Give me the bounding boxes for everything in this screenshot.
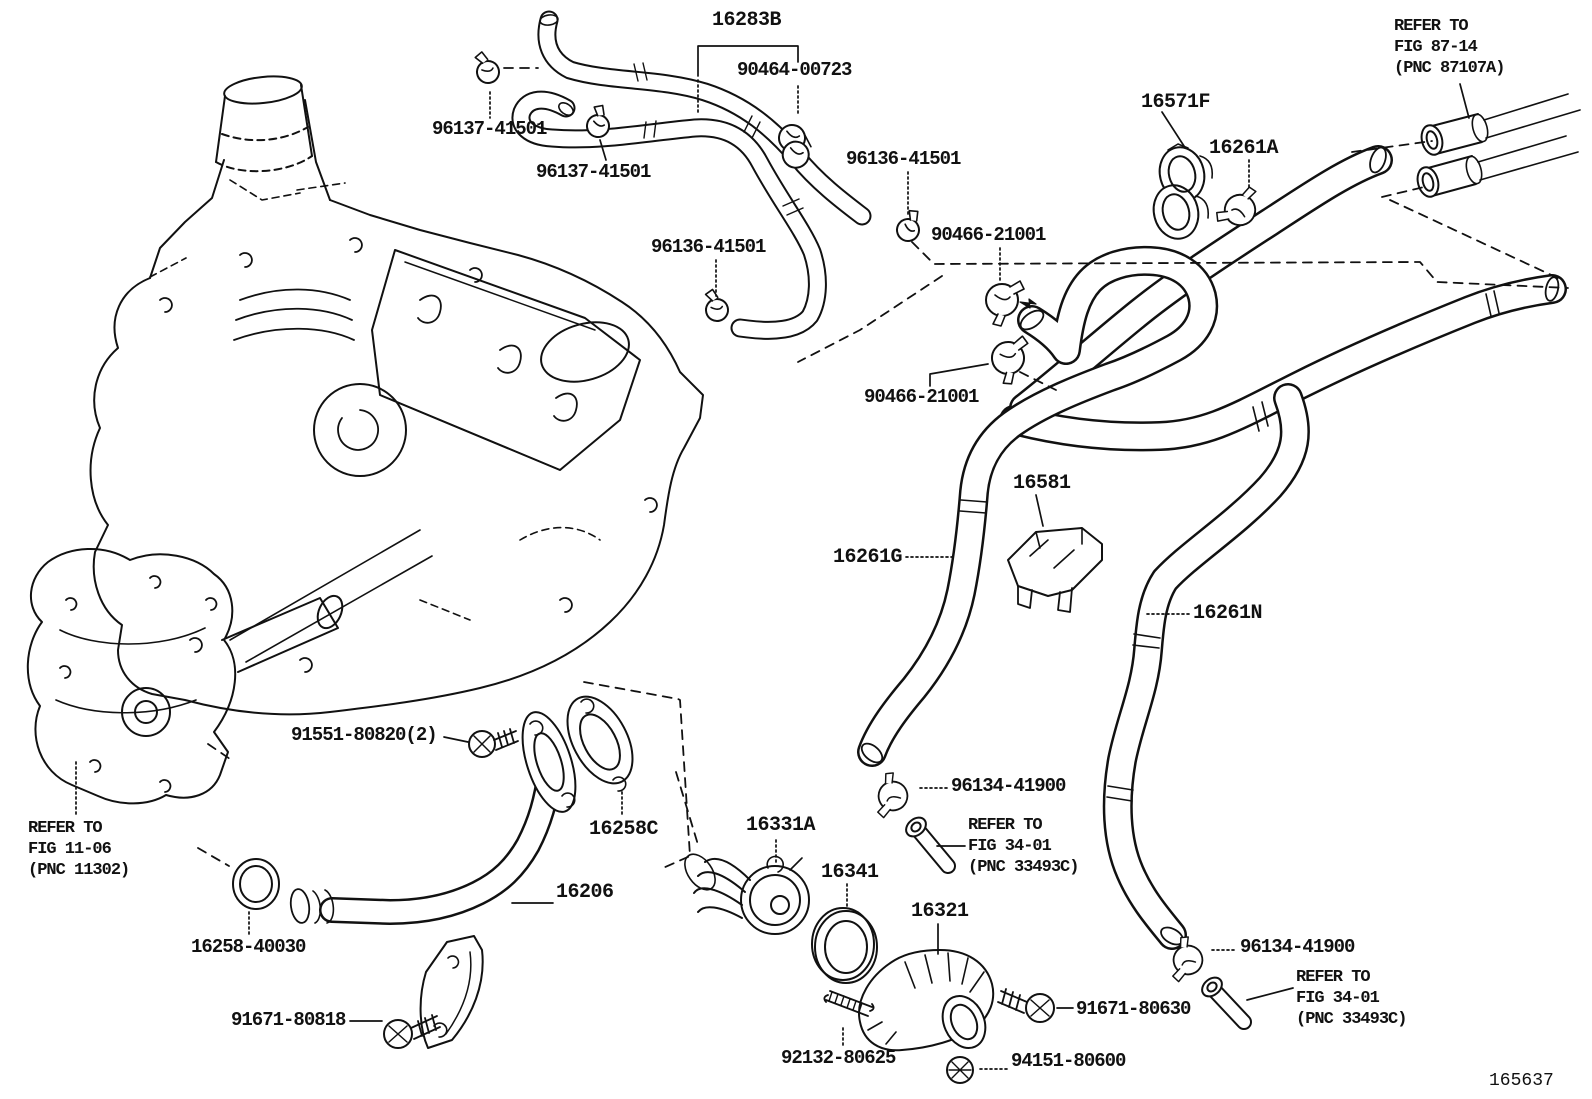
label-90466-21001-a[interactable]: 90466-21001	[931, 224, 1046, 246]
grommet-16571f	[1152, 143, 1214, 240]
bolt-91671-80630	[997, 988, 1055, 1023]
engine-block	[89, 75, 704, 716]
label-90464-00723[interactable]: 90464-00723	[737, 59, 852, 81]
hose-16261n-lower	[1102, 383, 1310, 950]
label-16258C[interactable]: 16258C	[589, 818, 659, 841]
label-refer-fig-34-01-a: REFER TO FIG 34-01 (PNC 33493C)	[968, 816, 1079, 877]
pipe-33493c-a	[905, 816, 956, 874]
label-refer-fig-87-14: REFER TO FIG 87-14 (PNC 87107A)	[1394, 17, 1505, 78]
water-inlet-16321	[858, 949, 995, 1052]
label-16331A[interactable]: 16331A	[746, 814, 816, 837]
label-16258-40030[interactable]: 16258-40030	[191, 936, 306, 958]
label-refer-fig-11-06: REFER TO FIG 11-06 (PNC 11302)	[28, 819, 130, 880]
label-96137-41501-b[interactable]: 96137-41501	[536, 161, 651, 183]
label-16261N[interactable]: 16261N	[1193, 602, 1263, 625]
label-96136-41501-a[interactable]: 96136-41501	[846, 148, 961, 170]
pipe-16206	[289, 711, 577, 1049]
label-16581[interactable]: 16581	[1013, 472, 1071, 495]
gasket-16258c	[566, 695, 634, 792]
label-refer-fig-34-01-b: REFER TO FIG 34-01 (PNC 33493C)	[1296, 968, 1407, 1029]
label-91671-80630[interactable]: 91671-80630	[1076, 998, 1191, 1020]
leader-lines	[75, 45, 1470, 1070]
gasket-16341	[811, 907, 878, 984]
label-16341[interactable]: 16341	[821, 861, 879, 884]
dashed-construction-lines	[197, 67, 1569, 869]
label-16321[interactable]: 16321	[911, 900, 969, 923]
hose-16261g	[857, 245, 1219, 767]
label-16283B[interactable]: 16283B	[712, 9, 782, 32]
label-16571F[interactable]: 16571F	[1141, 91, 1211, 114]
label-91551-80820[interactable]: 91551-80820(2)	[291, 724, 438, 746]
heater-connectors	[1416, 93, 1581, 198]
label-96137-41501-a[interactable]: 96137-41501	[432, 118, 547, 140]
label-16206[interactable]: 16206	[556, 881, 614, 904]
bolt-91551-80820	[468, 728, 519, 758]
pipe-33493c-b	[1201, 976, 1252, 1030]
label-96136-41501-b[interactable]: 96136-41501	[651, 236, 766, 258]
thermostat-16331a	[684, 853, 810, 935]
stud-92132-80625	[823, 990, 875, 1017]
nut-94151-80600	[946, 1056, 974, 1084]
label-96134-41900-a[interactable]: 96134-41900	[951, 775, 1066, 797]
label-16261G[interactable]: 16261G	[833, 546, 903, 569]
clip-16581	[1007, 527, 1103, 613]
hose-assembly-16283b	[511, 10, 872, 340]
label-fig-code: 165637	[1489, 1071, 1554, 1091]
label-92132-80625[interactable]: 92132-80625	[781, 1047, 896, 1069]
oring-16258-40030	[232, 858, 280, 910]
label-94151-80600[interactable]: 94151-80600	[1011, 1050, 1126, 1072]
label-91671-80818[interactable]: 91671-80818	[231, 1009, 346, 1031]
label-90466-21001-b[interactable]: 90466-21001	[864, 386, 979, 408]
label-96134-41900-b[interactable]: 96134-41900	[1240, 936, 1355, 958]
bolt-91671-80818	[383, 1014, 441, 1049]
water-pump	[26, 548, 344, 805]
label-16261A[interactable]: 16261A	[1209, 137, 1279, 160]
